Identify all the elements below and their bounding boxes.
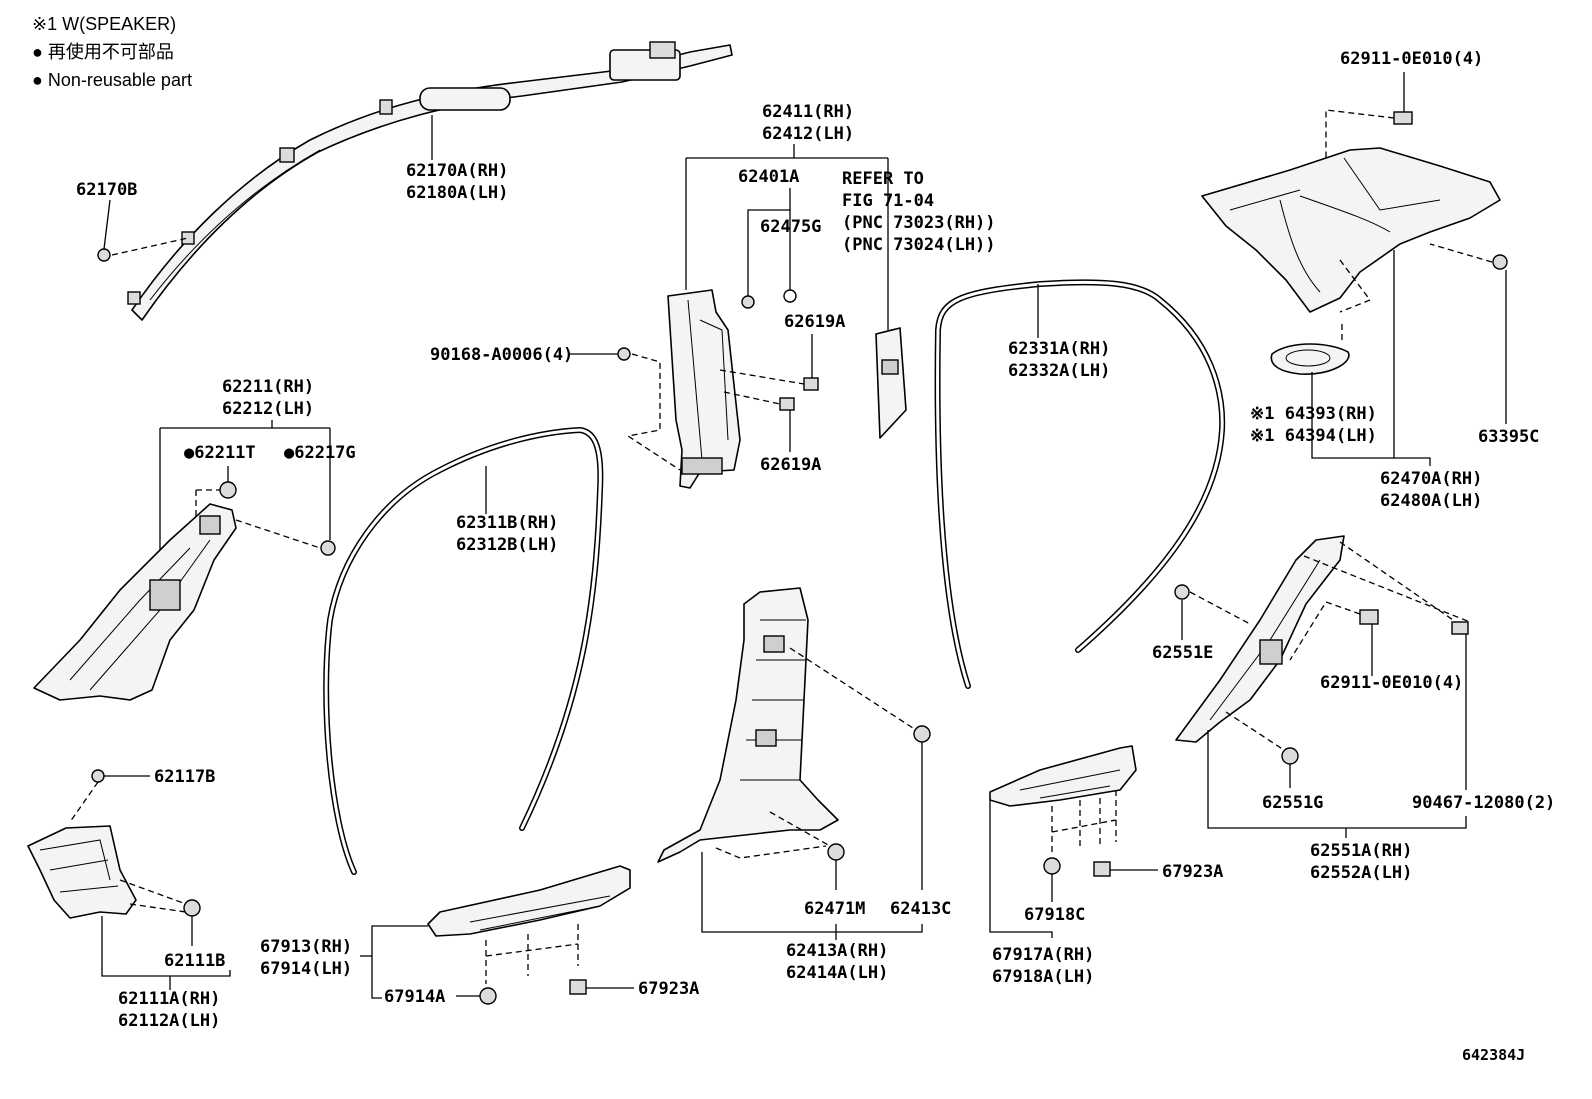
clip-62170B-icon [97,248,111,262]
label-62170A-rh: 62170A(RH) [406,161,508,181]
clip-90467-icon [1451,621,1469,635]
center-pillar-upper-part [667,289,741,489]
label-64393-rh: ※1 64393(RH) [1250,404,1377,424]
clip-62911-mid-icon [1359,609,1379,625]
label-63395C: 63395C [1478,427,1539,447]
label-64394-lh: ※1 64394(LH) [1250,426,1377,446]
clip-63395C-icon [1492,254,1508,270]
drawing-number: 642384J [1462,1046,1525,1064]
legend-non-reusable-jp: ● 再使用不可部品 [32,42,174,62]
center-pillar-lower-part [657,587,839,863]
label-62331A-rh: 62331A(RH) [1008,339,1110,359]
label-62414A-lh: 62414A(LH) [786,963,888,983]
label-62413A-rh: 62413A(RH) [786,941,888,961]
clip-67923A-left-icon [569,979,587,995]
label-62217G: ●62217G [284,443,356,463]
refer-line-4: (PNC 73024(LH)) [842,235,996,255]
roof-side-garnish-part [127,41,733,321]
clip-67914A-icon [479,987,497,1005]
label-62180A-lh: 62180A(LH) [406,183,508,203]
clip-62217G-icon [320,540,336,556]
label-62311B-rh: 62311B(RH) [456,513,558,533]
label-67918A-lh: 67918A(LH) [992,967,1094,987]
label-62412-lh: 62412(LH) [762,124,854,144]
label-62552A-lh: 62552A(LH) [1310,863,1412,883]
refer-line-1: REFER TO [842,169,924,189]
label-67913-rh: 67913(RH) [260,937,352,957]
clip-62911-top-icon [1393,111,1413,125]
label-62401A: 62401A [738,167,799,187]
label-67917A-rh: 67917A(RH) [992,945,1094,965]
clip-67923A-right-icon [1093,861,1111,877]
front-pillar-garnish-part [33,503,237,701]
legend-speaker-note: ※1 W(SPEAKER) [32,14,176,34]
label-67914A: 67914A [384,987,445,1007]
label-67923A-left: 67923A [638,979,699,999]
refer-line-2: FIG 71-04 [842,191,934,211]
label-62411-rh: 62411(RH) [762,102,854,122]
label-62211-rh: 62211(RH) [222,377,314,397]
label-62551A-rh: 62551A(RH) [1310,841,1412,861]
label-62911-mid: 62911-0E010(4) [1320,673,1463,693]
clip-62117B-icon [91,769,105,783]
label-62332A-lh: 62332A(LH) [1008,361,1110,381]
clip-62111B-icon [183,899,201,917]
seatbelt-anchor-part [875,327,907,439]
label-62111A-rh: 62111A(RH) [118,989,220,1009]
package-tray-trim-part [1201,147,1501,313]
label-67918C: 67918C [1024,905,1085,925]
label-62413C: 62413C [890,899,951,919]
ring-62401A-icon [783,289,797,303]
label-62211T: ●62211T [184,443,256,463]
refer-line-3: (PNC 73023(RH)) [842,213,996,233]
label-62471M: 62471M [804,899,865,919]
clip-67918C-icon [1043,857,1061,875]
clip-62619A-top-icon [803,377,819,391]
speaker-grille-part [1270,343,1350,375]
label-62170B: 62170B [76,180,137,200]
label-62911-top: 62911-0E010(4) [1340,49,1483,69]
label-62312B-lh: 62312B(LH) [456,535,558,555]
quarter-pillar-garnish-part [1175,535,1345,743]
label-90467: 90467-12080(2) [1412,793,1555,813]
label-62117B: 62117B [154,767,215,787]
label-62212-lh: 62212(LH) [222,399,314,419]
label-62551E: 62551E [1152,643,1213,663]
label-62475G: 62475G [760,217,821,237]
label-67923A-right: 67923A [1162,862,1223,882]
cowl-side-trim-part [27,825,137,919]
clip-62551G-icon [1281,747,1299,765]
clip-62211T-icon [219,481,237,499]
label-62619A-bottom: 62619A [760,455,821,475]
clip-62471M-icon [827,843,845,861]
clip-62619A-bottom-icon [779,397,795,411]
rear-scuff-plate-part [989,745,1137,807]
label-62112A-lh: 62112A(LH) [118,1011,220,1031]
screw-90168-icon [617,347,631,361]
label-62480A-lh: 62480A(LH) [1380,491,1482,511]
label-62111B: 62111B [164,951,225,971]
label-67914-lh: 67914(LH) [260,959,352,979]
clip-62551E-icon [1174,584,1190,600]
label-90168: 90168-A0006(4) [430,345,573,365]
legend-non-reusable-en: ● Non-reusable part [32,70,192,90]
label-62619A-top: 62619A [784,312,845,332]
clip-62475G-icon [741,295,755,309]
label-62551G: 62551G [1262,793,1323,813]
clip-62413C-icon [913,725,931,743]
front-door-weatherstrip-part [323,426,604,875]
front-scuff-plate-part [427,865,631,937]
label-62470A-rh: 62470A(RH) [1380,469,1482,489]
